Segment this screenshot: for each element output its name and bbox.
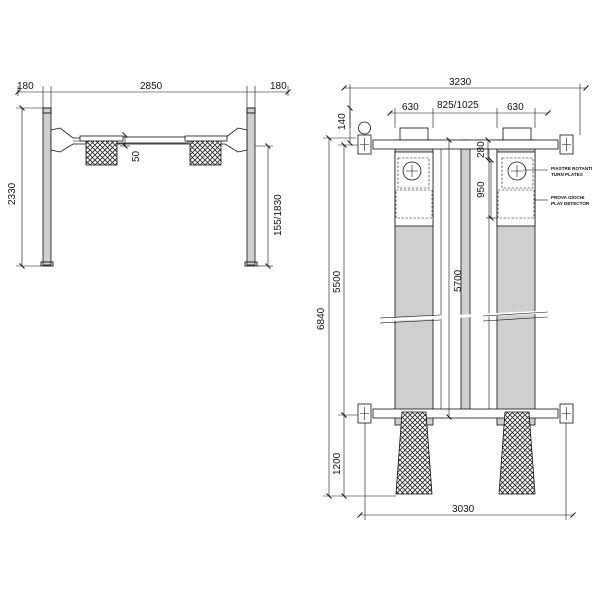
- left-turn-plate: [397, 157, 430, 189]
- dim-overall-width: 3230: [449, 77, 472, 88]
- right-post-cap: [246, 107, 256, 114]
- dim-runway-left-width: 630: [402, 102, 419, 113]
- right-turn-plate: [501, 157, 534, 189]
- post-top-right: [559, 134, 574, 155]
- dim-inner-span: 2850: [140, 81, 163, 92]
- dim-left-post-width: 180: [17, 81, 34, 92]
- dim-ramp-thickness: 50: [131, 150, 142, 162]
- dim-turn-plate-offset: 280: [476, 141, 487, 158]
- post-top-left: [357, 121, 372, 155]
- post-bottom-right: [559, 403, 574, 424]
- right-play-detector: [497, 189, 535, 219]
- right-post: [246, 107, 256, 266]
- right-post-foot: [244, 261, 258, 267]
- label-play-detector-en: PLAY DETECTOR: [551, 201, 590, 206]
- post-bottom-left: [357, 403, 372, 424]
- right-ramp: [498, 411, 536, 495]
- top-crossbeam: [372, 139, 559, 150]
- left-post-cap: [42, 107, 52, 114]
- label-turn-plates-en: TURN PLATES: [551, 172, 583, 177]
- plan-view: 3230 630 825/1025 630 140 280 950 6840 5…: [316, 77, 592, 520]
- dim-inner-gap: 825/1025: [437, 100, 479, 111]
- left-runway-tab: [399, 127, 429, 141]
- dim-play-detector-offset: 950: [476, 181, 487, 198]
- front-left-pad: [85, 138, 118, 166]
- dim-height: 2330: [7, 182, 18, 205]
- label-turn-plates-it: PIASTRE ROTANTI: [551, 166, 592, 171]
- front-right-pad-top: [184, 135, 228, 142]
- right-runway-tab: [502, 127, 532, 141]
- dim-ramp-length: 1200: [332, 452, 343, 475]
- front-left-pad-top: [79, 135, 124, 142]
- bottom-crossbeam: [372, 408, 559, 419]
- right-turn-plate-zone: [496, 151, 536, 227]
- label-play-detector-it: PROVA GIOCHI: [551, 195, 584, 200]
- dim-post-spacing: 5500: [332, 270, 343, 293]
- left-post: [42, 107, 52, 266]
- break-lines: [379, 310, 549, 324]
- dim-runway-right-width: 630: [507, 102, 524, 113]
- front-view: 180 2850 180 2330 50 155/1830: [7, 81, 291, 269]
- left-play-detector: [395, 189, 433, 219]
- front-right-pad: [189, 138, 222, 166]
- left-post-foot: [40, 261, 54, 267]
- left-ramp: [395, 411, 433, 495]
- dim-runway-length: 5700: [453, 269, 464, 292]
- dim-right-post-width: 180: [270, 81, 287, 92]
- dim-top-offset: 140: [337, 113, 348, 130]
- dim-lift-height: 155/1830: [273, 194, 284, 236]
- dim-bottom-width: 3030: [452, 504, 475, 515]
- dim-overall-length: 6840: [316, 307, 327, 330]
